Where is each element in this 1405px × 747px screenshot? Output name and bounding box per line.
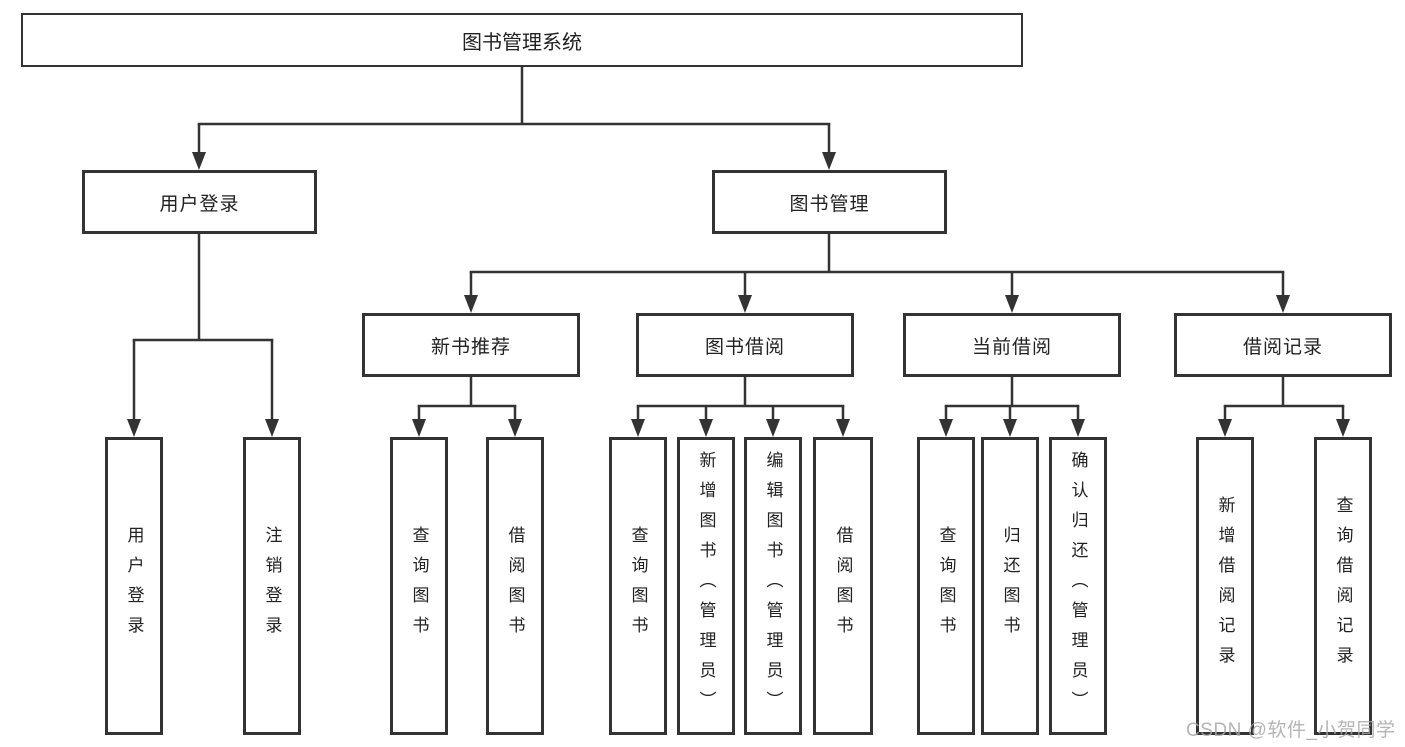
node-book-borrow: 图书借阅 xyxy=(636,313,854,377)
connector-new-book-children xyxy=(412,377,522,437)
leaf-edit-books-admin-label: 编辑图书（管理员） xyxy=(763,451,783,721)
leaf-logout: 注销登录 xyxy=(243,437,301,735)
leaf-logout-label: 注销登录 xyxy=(262,526,282,646)
node-book-borrow-label: 图书借阅 xyxy=(704,336,785,358)
node-current-borrow: 当前借阅 xyxy=(903,313,1121,377)
leaf-borrow-books: 借阅图书 xyxy=(813,437,873,735)
connector-user-login-children xyxy=(127,234,279,437)
leaf-add-books-admin-label: 新增图书（管理员） xyxy=(696,451,716,721)
csdn-watermark: CSDN @软件_小贺同学 xyxy=(1186,720,1396,741)
leaf-return-books: 归还图书 xyxy=(981,437,1039,735)
node-new-book-recommend-label: 新书推荐 xyxy=(430,336,511,358)
node-current-borrow-label: 当前借阅 xyxy=(971,336,1052,358)
node-user-login: 用户登录 xyxy=(82,170,317,234)
leaf-user-login-label: 用户登录 xyxy=(124,526,144,646)
leaf-query-borrow-record-label: 查询借阅记录 xyxy=(1333,496,1353,676)
leaf-add-borrow-record-label: 新增借阅记录 xyxy=(1215,496,1235,676)
leaf-query-books-current: 查询图书 xyxy=(917,437,975,735)
node-new-book-recommend: 新书推荐 xyxy=(362,313,580,377)
leaf-query-books-recommend: 查询图书 xyxy=(390,437,448,735)
leaf-query-books-borrow: 查询图书 xyxy=(609,437,667,735)
node-library-system-label: 图书管理系统 xyxy=(462,31,582,54)
node-borrow-record: 借阅记录 xyxy=(1174,313,1392,377)
leaf-add-books-admin: 新增图书（管理员） xyxy=(677,437,735,735)
leaf-borrow-books-recommend: 借阅图书 xyxy=(486,437,544,735)
node-user-login-label: 用户登录 xyxy=(159,193,240,215)
leaf-confirm-return-admin-label: 确认归还（管理员） xyxy=(1068,451,1088,721)
connector-book-mgmt-children xyxy=(464,234,1290,313)
leaf-add-borrow-record: 新增借阅记录 xyxy=(1196,437,1254,735)
leaf-borrow-books-recommend-label: 借阅图书 xyxy=(505,526,525,646)
leaf-return-books-label: 归还图书 xyxy=(1000,526,1020,646)
leaf-user-login: 用户登录 xyxy=(105,437,163,735)
leaf-query-books-borrow-label: 查询图书 xyxy=(628,526,648,646)
connector-borrow-record-children xyxy=(1218,377,1350,437)
connector-root-to-level2 xyxy=(192,67,836,170)
connector-current-borrow-children xyxy=(939,377,1085,437)
node-book-management-label: 图书管理 xyxy=(789,193,870,215)
leaf-query-borrow-record: 查询借阅记录 xyxy=(1314,437,1372,735)
leaf-confirm-return-admin: 确认归还（管理员） xyxy=(1049,437,1107,735)
leaf-query-books-current-label: 查询图书 xyxy=(936,526,956,646)
leaf-query-books-recommend-label: 查询图书 xyxy=(409,526,429,646)
node-library-system: 图书管理系统 xyxy=(21,13,1023,67)
leaf-borrow-books-label: 借阅图书 xyxy=(833,526,853,646)
node-borrow-record-label: 借阅记录 xyxy=(1242,336,1323,358)
leaf-edit-books-admin: 编辑图书（管理员） xyxy=(744,437,802,735)
node-book-management: 图书管理 xyxy=(712,170,947,234)
connector-book-borrow-children xyxy=(631,377,850,437)
